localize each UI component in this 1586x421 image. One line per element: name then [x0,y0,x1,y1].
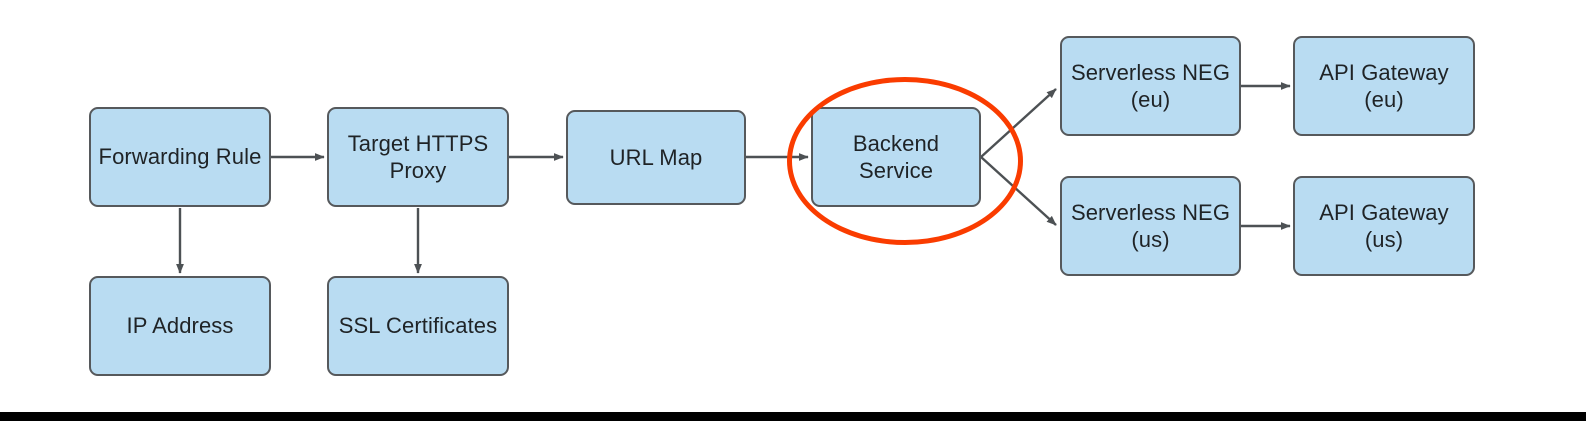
node-url-map-label: URL Map [609,144,703,170]
edge-backend-to-neg-eu [980,88,1057,158]
edge-backend-to-neg-us [980,156,1057,226]
node-serverless-neg-eu[interactable]: Serverless NEG (eu) [1060,36,1241,136]
node-api-gateway-us[interactable]: API Gateway (us) [1293,176,1475,276]
node-api-gateway-us-label: API Gateway (us) [1319,199,1449,253]
node-target-https-proxy[interactable]: Target HTTPS Proxy [327,107,509,207]
node-forwarding-rule[interactable]: Forwarding Rule [89,107,271,207]
node-ssl-certificates-label: SSL Certificates [338,313,498,339]
node-forwarding-rule-label: Forwarding Rule [98,144,262,170]
node-ssl-certificates[interactable]: SSL Certificates [327,276,509,376]
node-serverless-neg-us[interactable]: Serverless NEG (us) [1060,176,1241,276]
bottom-black-bar [0,412,1586,421]
node-serverless-neg-us-label: Serverless NEG (us) [1070,199,1231,253]
node-url-map[interactable]: URL Map [566,110,746,205]
node-api-gateway-eu-label: API Gateway (eu) [1319,59,1449,113]
node-ip-address-label: IP Address [126,313,234,339]
node-serverless-neg-eu-label: Serverless NEG (eu) [1070,59,1231,113]
node-ip-address[interactable]: IP Address [89,276,271,376]
node-target-https-proxy-label: Target HTTPS Proxy [347,130,489,184]
node-backend-service[interactable]: Backend Service [811,107,981,207]
node-api-gateway-eu[interactable]: API Gateway (eu) [1293,36,1475,136]
node-backend-service-label: Backend Service [852,130,940,184]
